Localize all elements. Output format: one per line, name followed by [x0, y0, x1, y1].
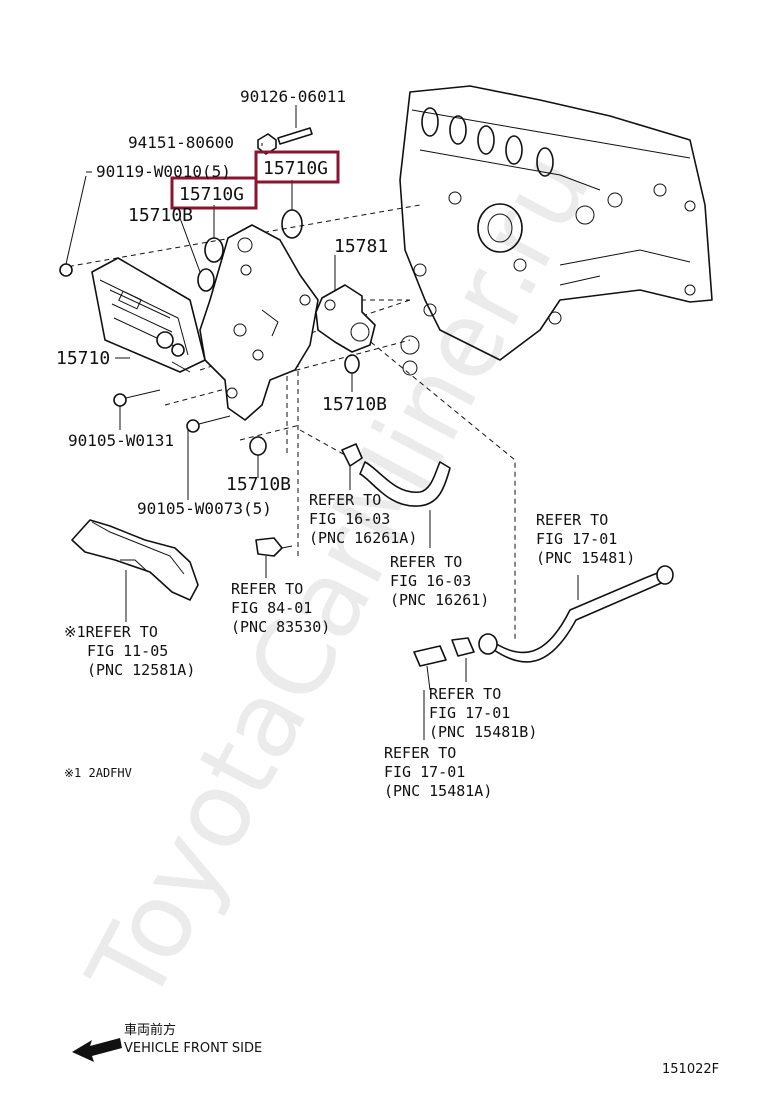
valve-15781-drawing — [315, 284, 376, 353]
o-ring-15710g-upper — [281, 209, 303, 239]
reference-line: REFER TO — [429, 685, 501, 703]
leader-lines — [86, 105, 579, 740]
mount-bracket-drawing — [71, 519, 199, 601]
reference-line: (PNC 15481B) — [429, 723, 537, 741]
reference-fig-17-01-15481a[interactable]: REFER TO FIG 17-01 (PNC 15481A) — [384, 744, 492, 800]
reference-fig-11-05-12581a[interactable]: ※1REFER TO FIG 11-05 (PNC 12581A) — [64, 623, 195, 679]
reference-fig-17-01-15481b[interactable]: REFER TO FIG 17-01 (PNC 15481B) — [429, 685, 537, 741]
reference-fig-16-03-16261[interactable]: REFER TO FIG 16-03 (PNC 16261) — [390, 553, 489, 609]
part-label-94151-80600[interactable]: 94151-80600 — [128, 133, 234, 152]
reference-fig-16-03-16261a[interactable]: REFER TO FIG 16-03 (PNC 16261A) — [309, 491, 417, 547]
fasteners — [59, 127, 313, 433]
reference-line: (PNC 15481) — [536, 549, 635, 567]
reference-line: (PNC 83530) — [231, 618, 330, 636]
highlight-box-15710g-left — [170, 176, 258, 210]
reference-line: FIG 16-03 — [309, 510, 390, 528]
part-label-90105-w0131[interactable]: 90105-W0131 — [68, 431, 174, 450]
reference-line: REFER TO — [384, 744, 456, 762]
engine-block-drawing — [399, 85, 713, 376]
vehicle-front-en-label: VEHICLE FRONT SIDE — [124, 1041, 262, 1056]
o-ring-15710b-lower — [249, 436, 267, 456]
reference-line: (PNC 12581A) — [87, 661, 195, 679]
reference-line: REFER TO — [309, 491, 381, 509]
part-label-90119-w0010[interactable]: 90119-W0010(5) — [96, 162, 231, 181]
reference-line: FIG 17-01 — [384, 763, 465, 781]
hose-clamp-sensor — [255, 443, 451, 557]
oil-cooler-case-drawing — [199, 224, 319, 421]
part-label-15710g-upper[interactable]: 15710G — [263, 158, 328, 179]
reference-line: REFER TO — [231, 580, 303, 598]
vehicle-front-jp-label: 車両前方 — [124, 1022, 176, 1038]
reference-line: FIG 16-03 — [390, 572, 471, 590]
part-label-15710b-lower[interactable]: 15710B — [226, 474, 291, 495]
reference-line: REFER TO — [390, 553, 462, 571]
part-label-15710b-upper[interactable]: 15710B — [128, 205, 193, 226]
part-label-90126-06011[interactable]: 90126-06011 — [240, 87, 346, 106]
reference-line: (PNC 15481A) — [384, 782, 492, 800]
reference-line: FIG 11-05 — [87, 642, 168, 660]
highlight-box-15710g-upper — [254, 150, 340, 184]
part-label-15710g-left[interactable]: 15710G — [179, 184, 244, 205]
part-label-15710[interactable]: 15710 — [56, 348, 110, 369]
reference-fig-84-01-83530[interactable]: REFER TO FIG 84-01 (PNC 83530) — [231, 580, 330, 636]
front-arrow-icon — [72, 1038, 122, 1062]
part-label-15781[interactable]: 15781 — [334, 236, 388, 257]
part-label-15710b-mid[interactable]: 15710B — [322, 394, 387, 415]
reference-fig-17-01-15481[interactable]: REFER TO FIG 17-01 (PNC 15481) — [536, 511, 635, 567]
reference-line: (PNC 16261) — [390, 591, 489, 609]
part-label-90105-w0073[interactable]: 90105-W0073(5) — [137, 499, 272, 518]
diagram-id: 151022F — [662, 1062, 719, 1077]
reference-line: FIG 84-01 — [231, 599, 312, 617]
watermark-text: ToyotaCarMiner.ru — [64, 133, 614, 1023]
oil-cooler-drawing — [91, 257, 206, 373]
oil-pipe-drawing — [413, 565, 674, 691]
reference-line: REFER TO — [536, 511, 608, 529]
reference-line: ※1REFER TO — [64, 623, 158, 641]
vehicle-front-indicator: 車両前方 VEHICLE FRONT SIDE — [72, 1022, 262, 1062]
o-ring-15710b-left — [197, 268, 215, 292]
reference-line: FIG 17-01 — [429, 704, 510, 722]
reference-line: FIG 17-01 — [536, 530, 617, 548]
o-ring-15710g-left — [204, 237, 224, 263]
o-ring-15710b-mid — [344, 354, 360, 374]
footnote-text: ※1 2ADFHV — [64, 766, 132, 780]
reference-line: (PNC 16261A) — [309, 529, 417, 547]
